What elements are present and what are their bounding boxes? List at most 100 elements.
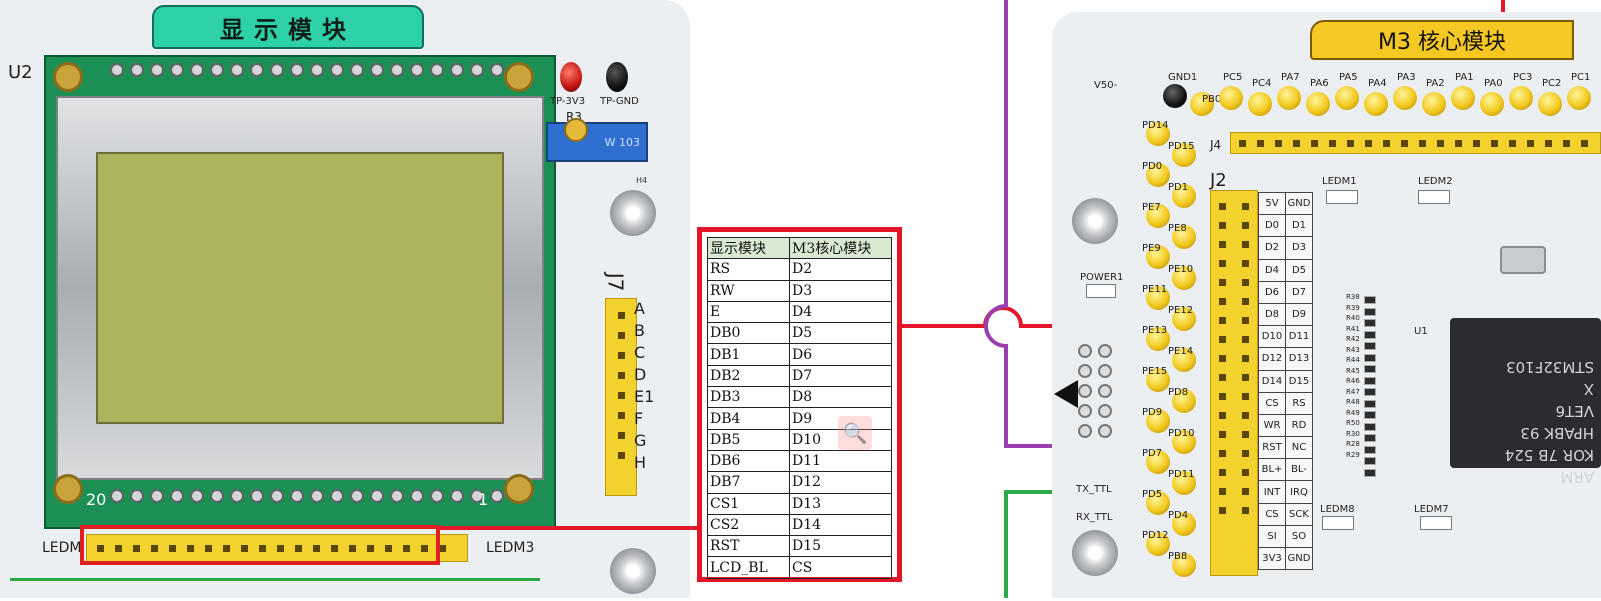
j2-pin-label: D7	[1285, 280, 1313, 304]
lcd-pin	[470, 489, 484, 503]
left-pin-label: PD0	[1142, 161, 1163, 172]
smd-resistor	[1364, 399, 1376, 408]
chip-marking-line: ARM	[1560, 468, 1594, 486]
lcd-pin	[230, 63, 244, 77]
lcd-pin	[210, 489, 224, 503]
tp-3v3-label: TP-3V3	[550, 96, 586, 107]
lcd-pin	[370, 63, 384, 77]
j2-pin-label: D8	[1258, 302, 1286, 327]
potentiometer-knob	[564, 118, 588, 142]
ledm8-led	[1322, 516, 1354, 530]
header-hole	[1242, 374, 1249, 381]
lcd-pin	[370, 489, 384, 503]
lcd-pin	[310, 63, 324, 77]
header-hole	[151, 544, 158, 552]
gold-test-post	[1219, 86, 1243, 110]
resistor-label: R38	[1346, 293, 1360, 301]
gold-test-post	[1146, 409, 1170, 433]
left-pin-label: PD8	[1168, 386, 1189, 398]
lcd-pin	[330, 63, 344, 77]
pad-dot	[1098, 404, 1112, 418]
top-pin-label: PA5	[1339, 72, 1358, 83]
left-pin-label: PD12	[1142, 530, 1169, 541]
resistor-label: R41	[1346, 324, 1360, 333]
header-hole	[313, 544, 320, 552]
j2-pin-label: D1	[1285, 214, 1313, 238]
header-hole	[1219, 336, 1226, 343]
display-module-signal: DB1	[707, 343, 790, 366]
lcd-pin	[470, 63, 484, 77]
header-row	[1211, 355, 1257, 362]
gold-test-post	[1393, 86, 1417, 110]
header-hole	[1293, 139, 1300, 147]
top-pin-label: PC5	[1223, 72, 1243, 83]
resistor-label: R44	[1346, 356, 1360, 364]
header-hole	[1242, 298, 1249, 305]
j2-pin-label: GND	[1285, 191, 1313, 216]
crystal-oscillator	[1500, 246, 1546, 274]
pad-dot	[1098, 344, 1112, 358]
header-row	[1211, 393, 1257, 400]
header-hole	[403, 544, 410, 552]
left-pin-label: PE15	[1142, 366, 1168, 377]
display-module-signal: DB0	[707, 322, 790, 345]
purple-connector-left	[984, 0, 1222, 448]
header-hole	[367, 544, 374, 552]
test-point-gnd	[606, 62, 628, 92]
j2-pin-label: WR	[1258, 413, 1286, 438]
j2-pin-label: D9	[1285, 302, 1313, 327]
chip-marking-line: STM32F103	[1506, 358, 1594, 376]
j2-pin-label: D13	[1285, 347, 1313, 371]
j7-pin-letter: E1	[634, 387, 655, 406]
m3-module-pin: D12	[789, 471, 892, 494]
lcd-pin	[490, 63, 504, 77]
top-pin-label: PA7	[1281, 72, 1300, 83]
top-pin-label: PC3	[1513, 72, 1533, 83]
j4-header	[1230, 132, 1601, 154]
header-hole	[1219, 488, 1226, 495]
left-pin-label: PB8	[1168, 550, 1188, 562]
lcd-pin	[110, 63, 124, 77]
header-hole	[1455, 139, 1462, 147]
header-hole	[295, 544, 302, 552]
smd-resistor	[1364, 411, 1376, 419]
ledm1-led	[1326, 190, 1358, 204]
lcd-pin	[410, 63, 424, 77]
gold-test-post	[1538, 92, 1562, 116]
zoom-icon[interactable]: 🔍	[838, 416, 872, 450]
header-hole	[1219, 431, 1226, 438]
lcd-pin	[410, 489, 424, 503]
chip-marking-line: X	[1583, 380, 1594, 398]
left-pin-label: PE8	[1168, 222, 1187, 234]
header-row	[1211, 317, 1257, 324]
header-hole	[1242, 450, 1249, 457]
header-hole	[277, 544, 284, 552]
chip-marking-line: KOR 7B 524	[1504, 446, 1594, 464]
smd-resistor	[1364, 319, 1376, 327]
j2-pin-label: CS	[1258, 391, 1286, 415]
lcd-pin	[230, 489, 244, 503]
mount-hole-bottom-right	[504, 474, 534, 504]
lcd-pin	[310, 489, 324, 503]
header-hole	[1219, 374, 1226, 381]
resistor-label: R47	[1346, 387, 1360, 396]
pad-dot	[1098, 424, 1112, 438]
gold-test-post	[1146, 163, 1170, 187]
header-hole	[1219, 222, 1226, 229]
j2-pin-label: SCK	[1285, 502, 1313, 526]
header-hole	[1219, 260, 1226, 267]
header-hole	[241, 544, 248, 552]
header-hole	[421, 544, 428, 552]
header-hole	[1242, 412, 1249, 419]
header-hole	[133, 544, 140, 552]
smd-resistor	[1364, 422, 1376, 431]
